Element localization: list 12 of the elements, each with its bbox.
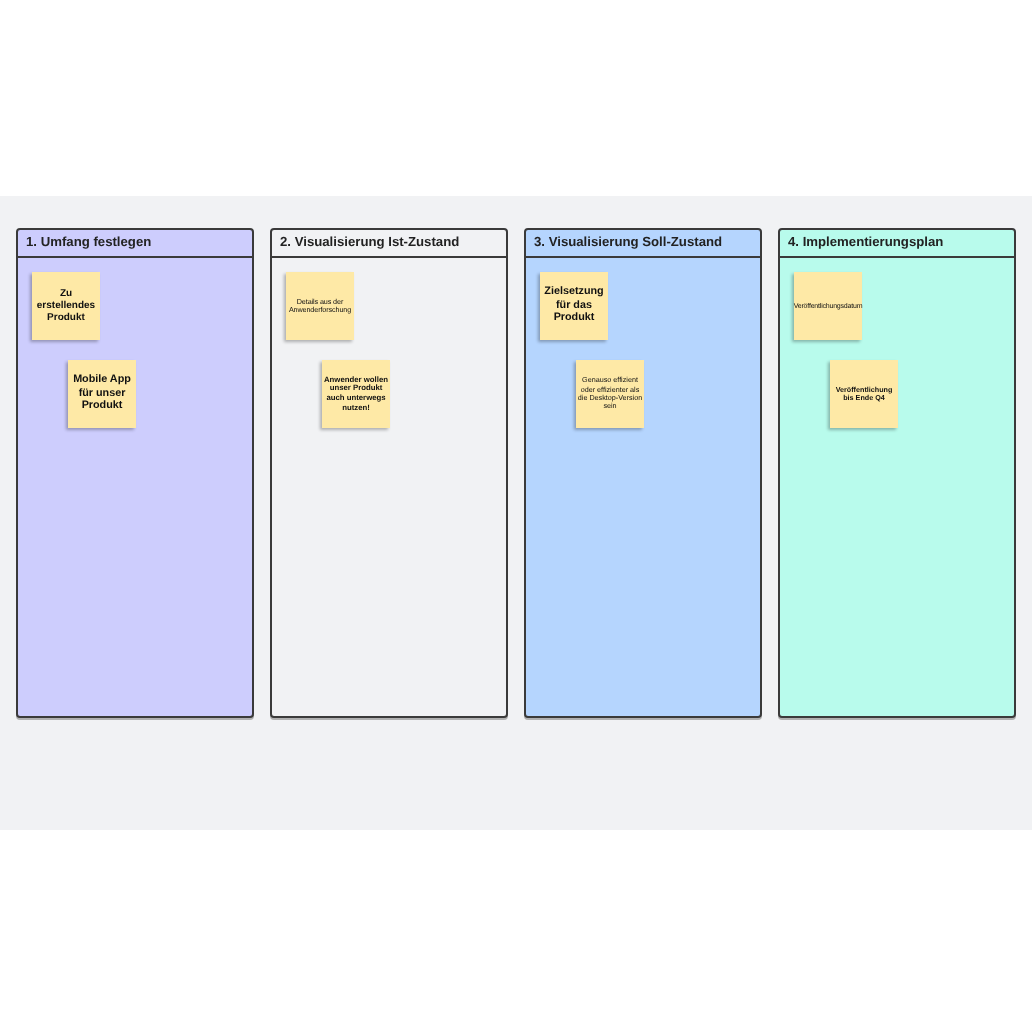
sticky-note [286, 272, 354, 340]
sticky-note [322, 360, 390, 428]
column-panel [16, 228, 254, 718]
sticky-note [794, 272, 862, 340]
sticky-note [576, 360, 644, 428]
sticky-note [68, 360, 136, 428]
sticky-note [32, 272, 100, 340]
sticky-note [540, 272, 608, 340]
column-panel [778, 228, 1016, 718]
column-panel [270, 228, 508, 718]
column-panel [524, 228, 762, 718]
sticky-note [830, 360, 898, 428]
